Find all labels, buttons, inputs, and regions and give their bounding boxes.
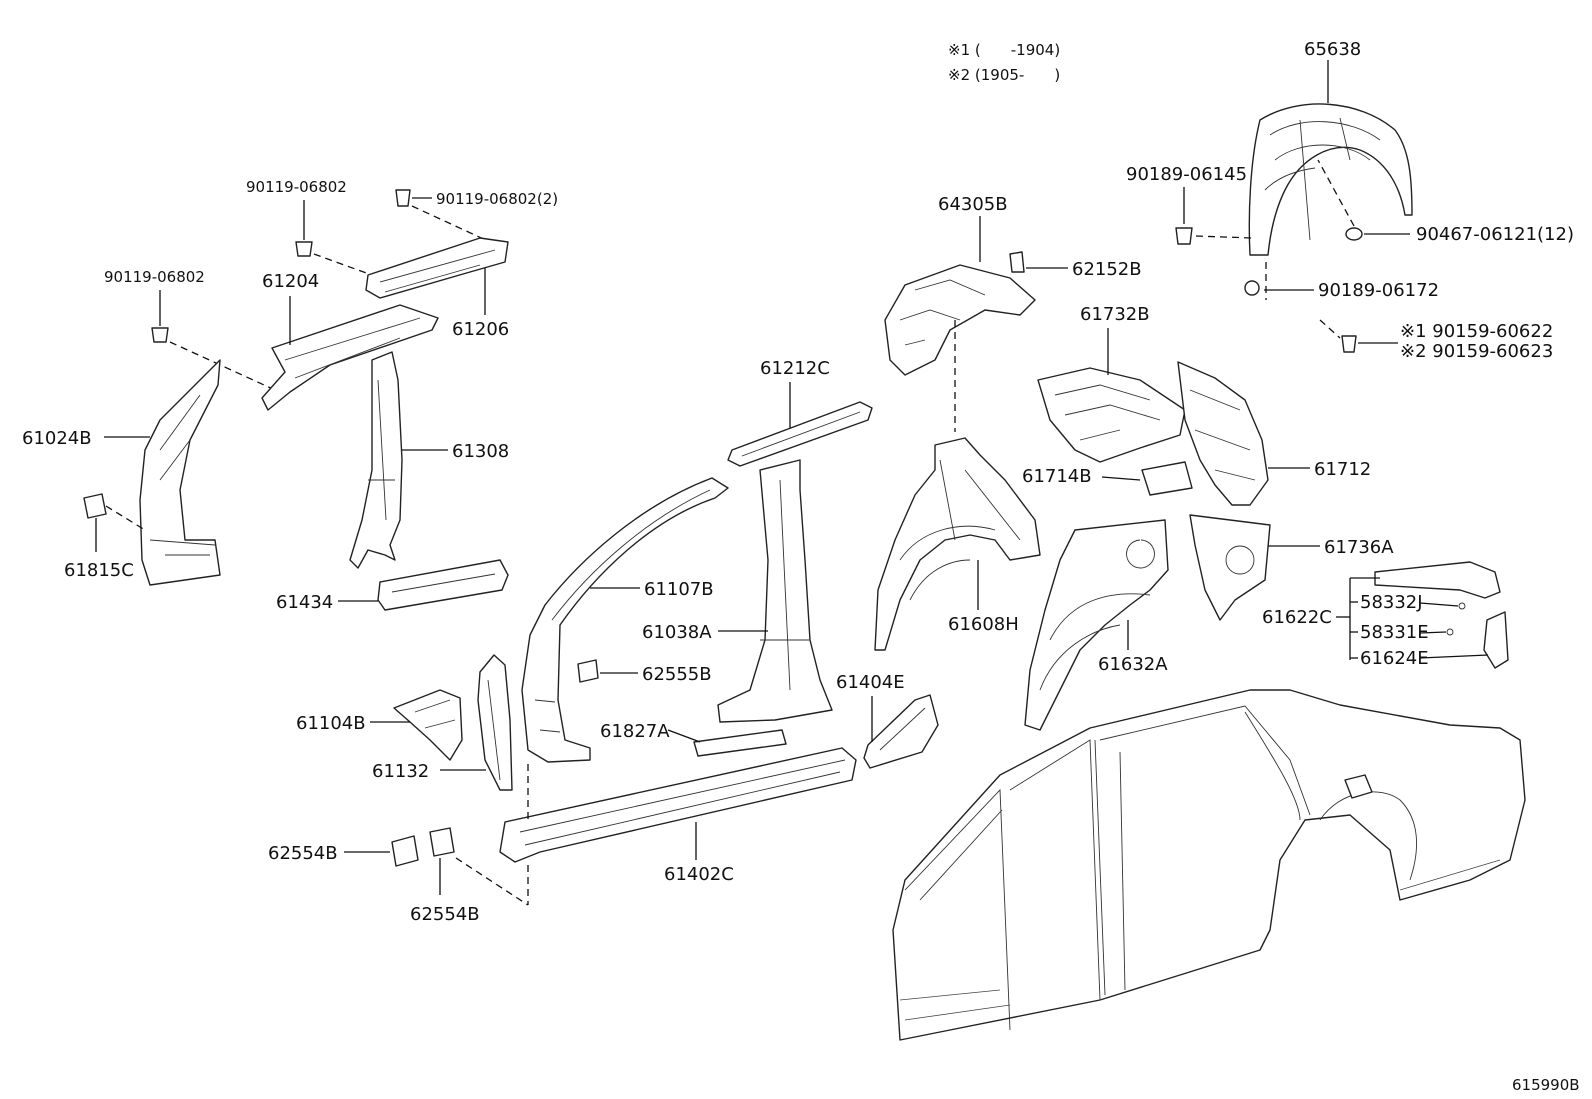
part-61402c xyxy=(499,747,857,863)
note-1: ※1 ( -1904) xyxy=(948,41,1060,59)
part-61714b xyxy=(1141,461,1193,496)
label-90119-06802-2: 90119-06802(2) xyxy=(436,190,558,208)
label-61204: 61204 xyxy=(262,271,319,292)
part-62152b xyxy=(1009,251,1025,273)
grommet-icon xyxy=(1345,227,1363,241)
label-90189-06172: 90189-06172 xyxy=(1318,280,1439,301)
part-61024b xyxy=(139,359,221,586)
label-61104b: 61104B xyxy=(296,713,366,734)
note-2: ※2 (1905- ) xyxy=(948,66,1060,84)
washer-icon xyxy=(1244,280,1260,296)
bolt-icon xyxy=(395,189,411,207)
label-61402c: 61402C xyxy=(664,864,734,885)
part-62555b xyxy=(577,659,599,683)
part-61206 xyxy=(365,237,509,299)
label-61608h: 61608H xyxy=(948,614,1019,635)
part-61107b xyxy=(521,477,729,763)
bolt-icon xyxy=(295,241,313,257)
fastener-58331e xyxy=(1446,628,1454,636)
wheel-liner-part xyxy=(1248,103,1413,256)
label-62554b-2: 62554B xyxy=(410,904,480,925)
label-90159-60622: ※1 90159-60622 xyxy=(1400,321,1553,342)
label-62152b: 62152B xyxy=(1072,259,1142,280)
label-61632a: 61632A xyxy=(1098,654,1168,675)
label-61827a: 61827A xyxy=(600,721,670,742)
part-61815c xyxy=(83,493,107,519)
body-side-panel xyxy=(892,689,1526,1041)
label-65638: 65638 xyxy=(1304,39,1361,60)
part-61434 xyxy=(377,559,509,611)
part-64305b xyxy=(884,264,1036,376)
label-90119-06802-top: 90119-06802 xyxy=(246,178,347,196)
screw-icon xyxy=(1341,335,1357,353)
label-61024b: 61024B xyxy=(22,428,92,449)
part-61204 xyxy=(261,304,439,411)
part-61038a xyxy=(717,459,833,723)
label-61206: 61206 xyxy=(452,319,509,340)
clip-icon xyxy=(1175,227,1193,245)
part-61712 xyxy=(1177,361,1269,506)
label-61815c: 61815C xyxy=(64,560,134,581)
label-61308: 61308 xyxy=(452,441,509,462)
label-61212c: 61212C xyxy=(760,358,830,379)
label-64305b: 64305B xyxy=(938,194,1008,215)
part-61104b xyxy=(393,689,463,761)
part-62554b-2 xyxy=(429,827,455,857)
label-61107b: 61107B xyxy=(644,579,714,600)
part-61732b xyxy=(1037,367,1186,463)
part-61622c xyxy=(1374,561,1501,599)
part-61827a xyxy=(693,729,787,757)
label-61712: 61712 xyxy=(1314,459,1371,480)
label-61624e: 61624E xyxy=(1360,648,1429,669)
label-61622c: 61622C xyxy=(1262,607,1332,628)
label-62555b: 62555B xyxy=(642,664,712,685)
figure-code: 615990B xyxy=(1512,1076,1580,1094)
label-61732b: 61732B xyxy=(1080,304,1150,325)
label-90467-06121: 90467-06121(12) xyxy=(1416,224,1574,245)
label-58331e: 58331E xyxy=(1360,622,1429,643)
label-90119-06802-left: 90119-06802 xyxy=(104,268,205,286)
label-61714b: 61714B xyxy=(1022,466,1092,487)
bolt-icon xyxy=(151,327,169,343)
label-61404e: 61404E xyxy=(836,672,905,693)
label-61434: 61434 xyxy=(276,592,333,613)
part-62554b-1 xyxy=(391,835,419,867)
part-61608h xyxy=(874,437,1041,651)
label-61132: 61132 xyxy=(372,761,429,782)
part-61308 xyxy=(349,351,403,569)
label-62554b-1: 62554B xyxy=(268,843,338,864)
label-90189-06145: 90189-06145 xyxy=(1126,164,1247,185)
part-61632a xyxy=(1024,519,1169,731)
label-58332j: 58332J xyxy=(1360,592,1423,613)
part-61212c xyxy=(727,401,873,467)
part-61624e xyxy=(1483,611,1509,669)
part-61132 xyxy=(477,654,513,791)
fastener-58332j xyxy=(1458,602,1466,610)
label-90159-60623: ※2 90159-60623 xyxy=(1400,341,1553,362)
label-61038a: 61038A xyxy=(642,622,712,643)
part-61736a xyxy=(1189,514,1271,621)
label-61736a: 61736A xyxy=(1324,537,1394,558)
part-61404e xyxy=(863,694,939,769)
